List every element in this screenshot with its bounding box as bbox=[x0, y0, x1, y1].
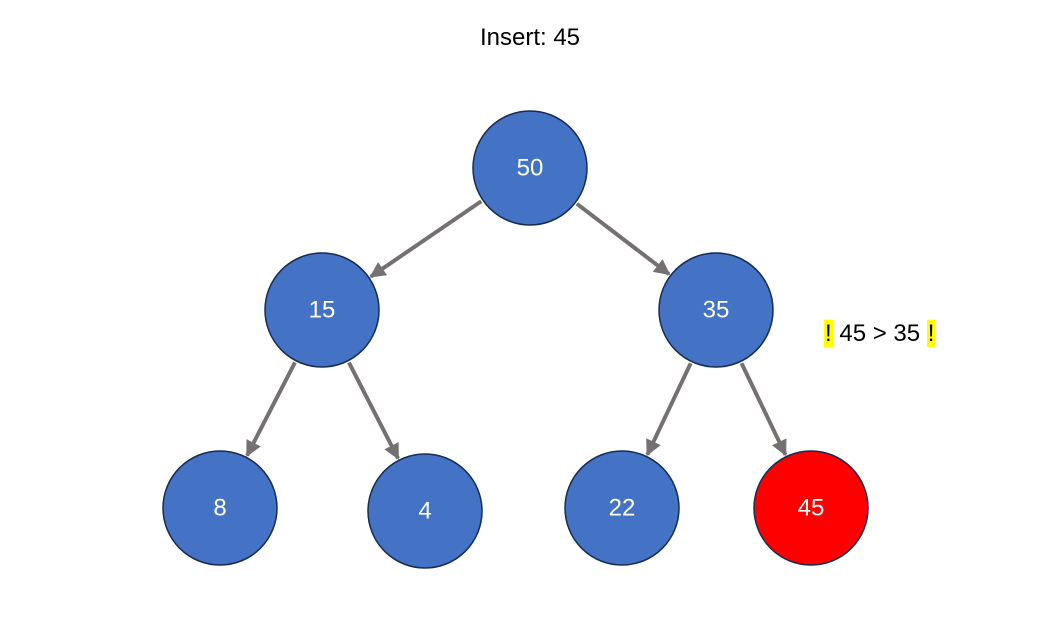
node-label: 8 bbox=[213, 494, 226, 521]
edge-n15-n8-arrow bbox=[245, 361, 297, 457]
node-circle bbox=[264, 252, 380, 368]
node-circle bbox=[658, 252, 774, 368]
tree-node: 35 bbox=[658, 252, 774, 368]
node-label: 22 bbox=[609, 494, 636, 521]
warning-mark-right: ! bbox=[926, 320, 936, 347]
inserted-node: 45 bbox=[753, 450, 869, 566]
node-circle bbox=[753, 450, 869, 566]
tree-node: 4 bbox=[367, 453, 483, 569]
tree-node: 50 bbox=[472, 110, 588, 226]
edge-n15-n4-arrow bbox=[347, 361, 400, 460]
warning-mark-left: ! bbox=[824, 320, 833, 347]
edge-n50-n35-arrow bbox=[575, 202, 671, 276]
node-circle bbox=[367, 453, 483, 569]
tree-edges bbox=[245, 199, 788, 460]
edge-n50-n15-arrow bbox=[369, 199, 483, 279]
node-circle bbox=[472, 110, 588, 226]
tree-node: 8 bbox=[162, 450, 278, 566]
node-circle bbox=[162, 450, 278, 566]
diagram-title: Insert: 45 bbox=[479, 24, 581, 51]
comparison-text: 45 > 35 bbox=[839, 320, 921, 347]
node-label: 35 bbox=[703, 296, 730, 323]
node-label: 15 bbox=[309, 296, 336, 323]
edge-n35-n45-arrow bbox=[739, 362, 788, 457]
comparison-note: ! 45 > 35 ! bbox=[824, 320, 936, 348]
tree-nodes: 50 15 35 8 4 22 45 bbox=[162, 110, 869, 569]
tree-node: 22 bbox=[564, 450, 680, 566]
node-label: 4 bbox=[418, 497, 431, 524]
edge-n35-n22-arrow bbox=[645, 362, 693, 457]
tree-node: 15 bbox=[264, 252, 380, 368]
node-label: 45 bbox=[798, 494, 825, 521]
node-circle bbox=[564, 450, 680, 566]
node-label: 50 bbox=[517, 154, 544, 181]
